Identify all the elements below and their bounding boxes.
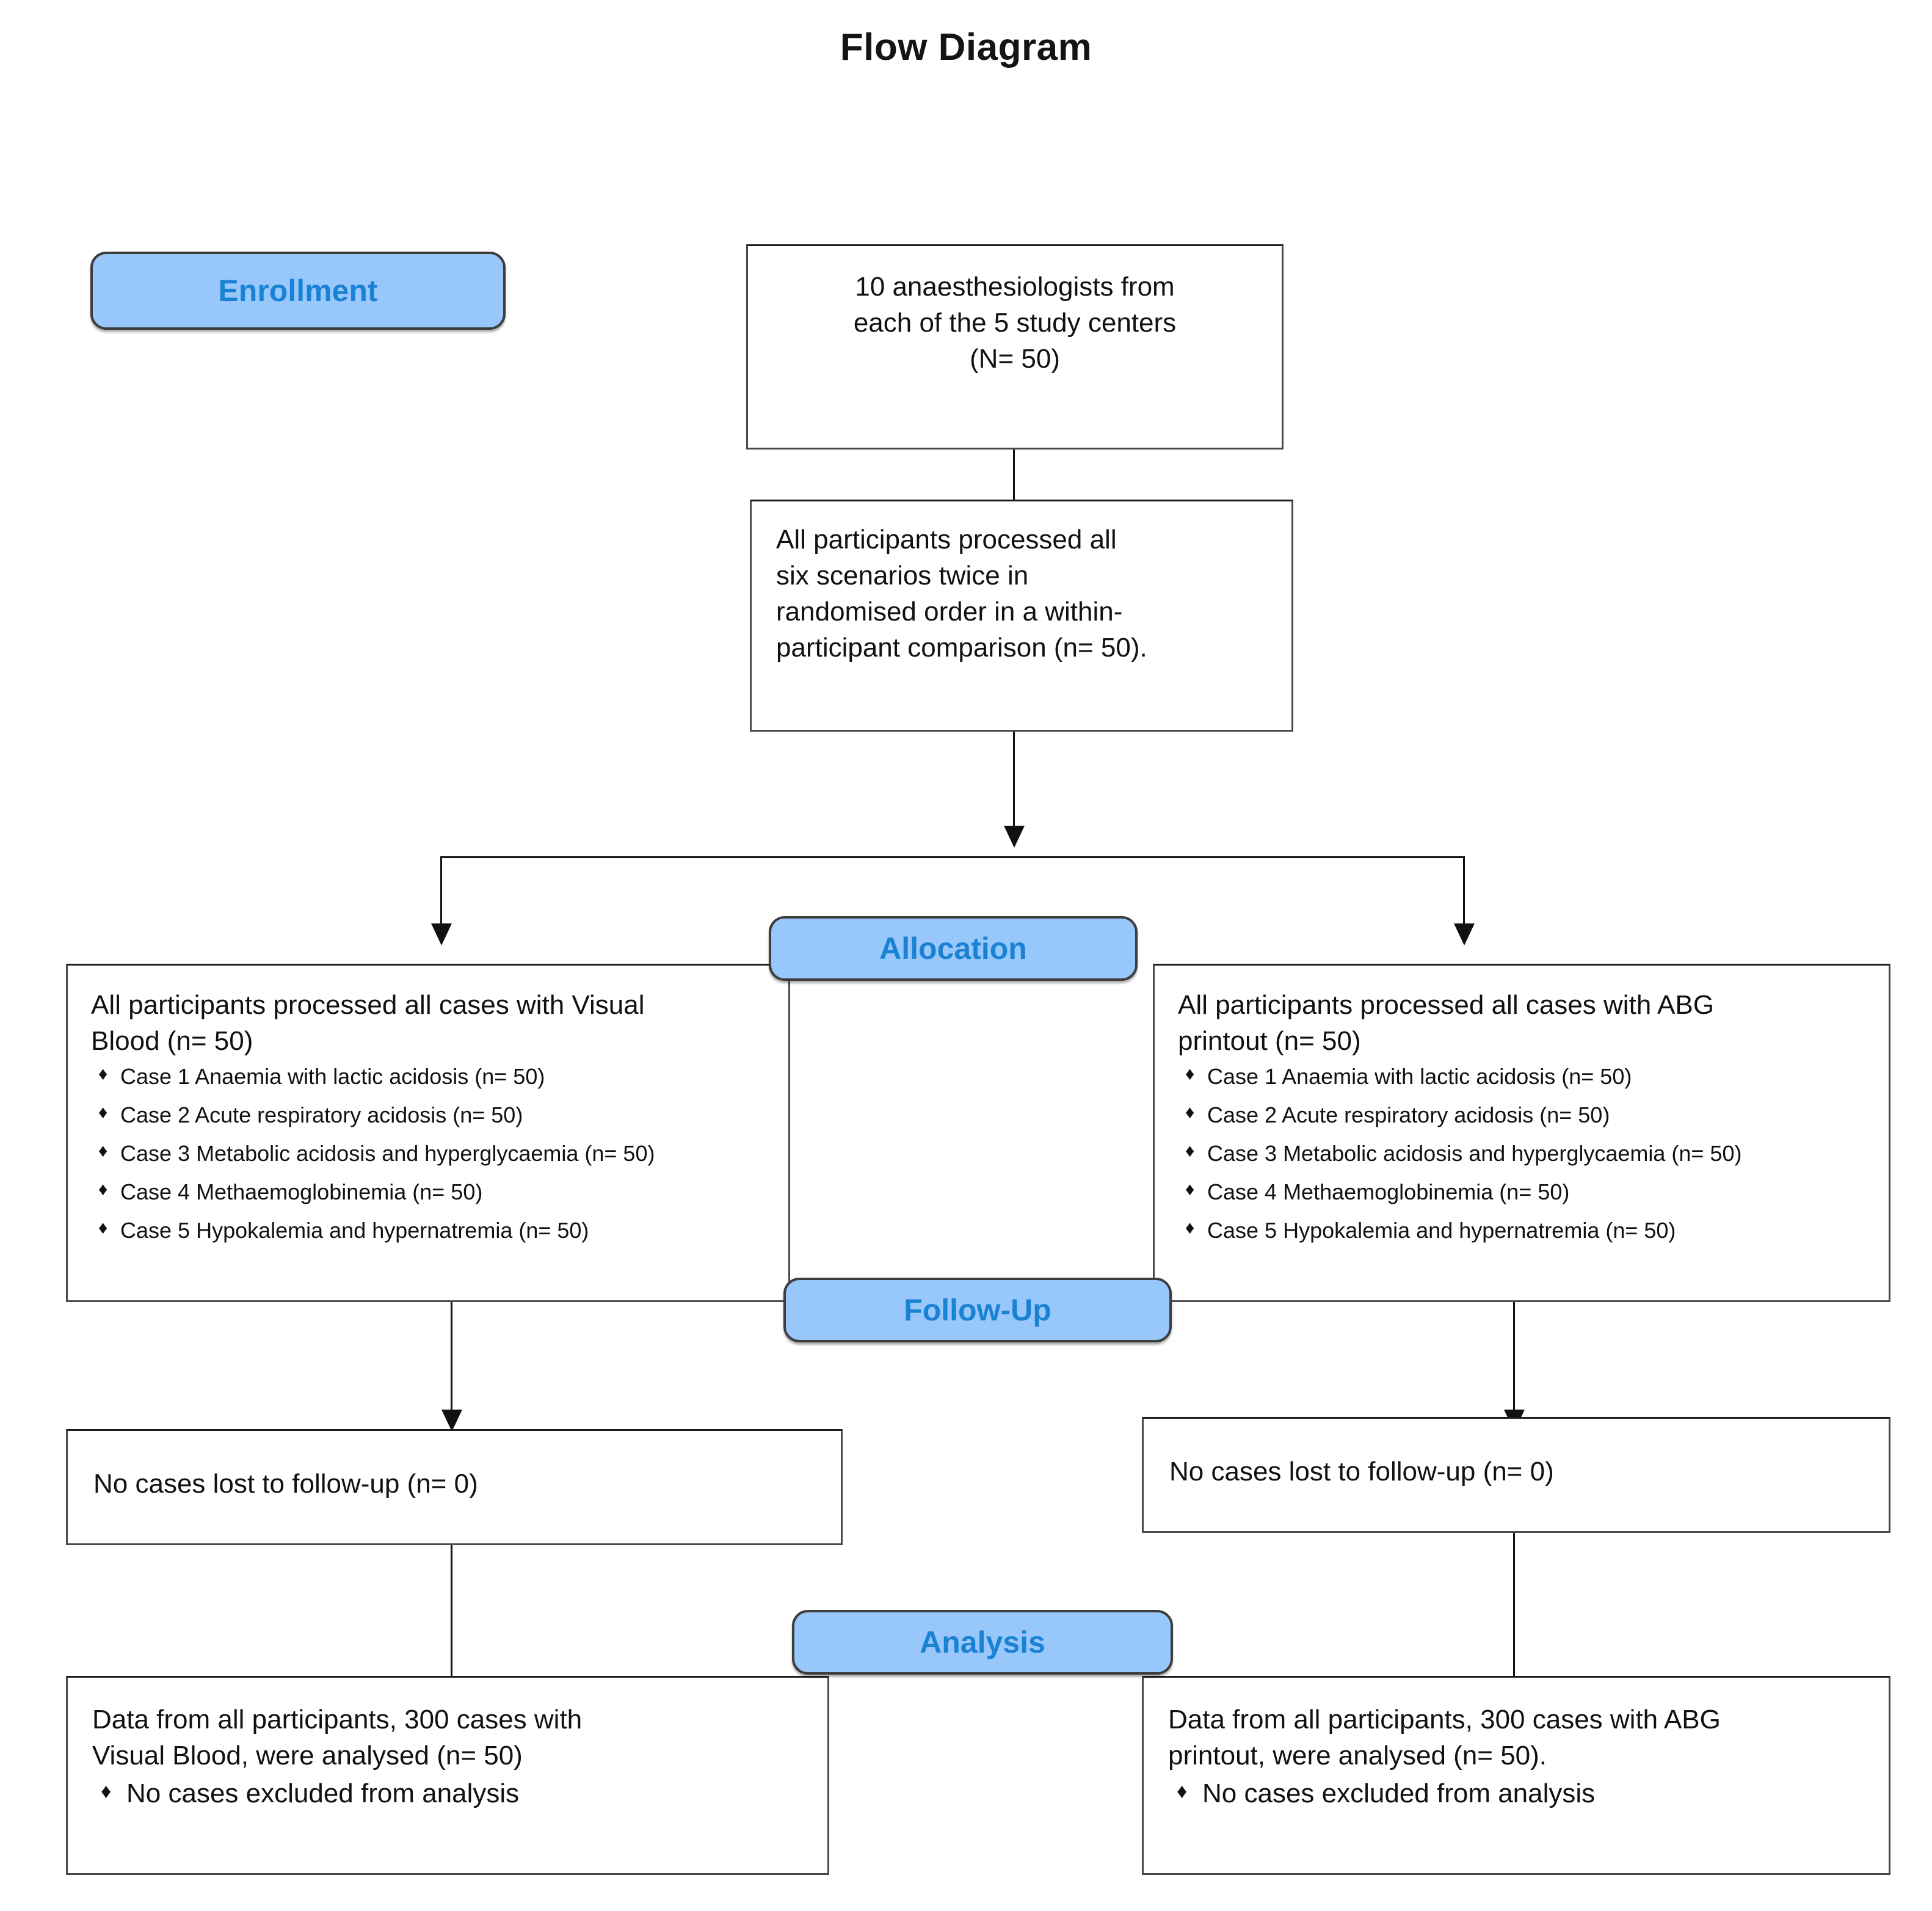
page-title: Flow Diagram (840, 26, 1092, 68)
bullet-icon: ♦ (98, 1217, 108, 1238)
box-allocation-visual-blood-heading-line1: All participants processed all cases wit… (91, 990, 645, 1020)
box-followup-right: No cases lost to follow-up (n= 0) (1142, 1417, 1890, 1533)
box-analysis-abg-printout: Data from all participants, 300 cases wi… (1142, 1676, 1890, 1875)
box-analysis-visual-blood-line1: Data from all participants, 300 cases wi… (92, 1705, 583, 1734)
box-procedure-line2: six scenarios twice in (776, 560, 1029, 591)
stage-badge-enrollment-label: Enrollment (218, 274, 378, 308)
box-allocation-visual-blood: All participants processed all cases wit… (66, 964, 790, 1302)
list-item: ♦ Case 3 Metabolic acidosis and hypergly… (1178, 1140, 1876, 1166)
box-procedure: All participants processed all six scena… (750, 500, 1293, 732)
case-label: Case 2 Acute respiratory acidosis (n= 50… (1207, 1102, 1610, 1127)
box-allocation-abg-printout-heading-line1: All participants processed all cases wit… (1178, 990, 1714, 1020)
bullet-icon: ♦ (1185, 1140, 1195, 1161)
box-enrollment-source-line2: each of the 5 study centers (853, 307, 1177, 338)
stage-badge-analysis: Analysis (792, 1610, 1173, 1675)
bullet-icon: ♦ (98, 1179, 108, 1199)
analysis-exclusion-list-left: ♦ No cases excluded from analysis (92, 1780, 815, 1807)
analysis-exclusion-list-right: ♦ No cases excluded from analysis (1168, 1780, 1876, 1807)
arrowhead-followup-left (441, 1410, 462, 1432)
bullet-icon: ♦ (98, 1063, 108, 1084)
case-label: Case 5 Hypokalemia and hypernatremia (n=… (1207, 1217, 1676, 1243)
box-allocation-abg-printout-heading-line2: printout (n= 50) (1178, 1025, 1361, 1056)
arrowhead-allocation-right (1454, 923, 1475, 945)
case-label: Case 1 Anaemia with lactic acidosis (n= … (1207, 1063, 1632, 1089)
bullet-icon: ♦ (1177, 1779, 1188, 1803)
stage-badge-enrollment: Enrollment (90, 252, 506, 330)
list-item: ♦ Case 3 Metabolic acidosis and hypergly… (91, 1140, 776, 1166)
arrowhead-allocation-left (431, 923, 452, 945)
box-procedure-line1: All participants processed all (776, 525, 1117, 555)
list-item: ♦ Case 2 Acute respiratory acidosis (n= … (91, 1102, 776, 1127)
connector-procedure-down (1013, 732, 1015, 832)
list-item: ♦ Case 2 Acute respiratory acidosis (n= … (1178, 1102, 1876, 1127)
connector-allocation-left-to-followup (451, 1302, 452, 1416)
connector-followup-left-to-analysis (451, 1545, 452, 1715)
stage-badge-allocation-label: Allocation (879, 931, 1027, 966)
case-label: Case 3 Metabolic acidosis and hyperglyca… (120, 1140, 655, 1166)
box-enrollment-source: 10 anaesthesiologists from each of the 5… (746, 244, 1284, 450)
box-procedure-line4: participant comparison (n= 50). (776, 632, 1147, 663)
connector-allocation-right-to-followup (1513, 1302, 1515, 1416)
box-analysis-abg-printout-line2: printout, were analysed (n= 50). (1168, 1740, 1547, 1771)
box-enrollment-source-line3: (N= 50) (970, 343, 1060, 374)
box-analysis-abg-printout-line1: Data from all participants, 300 cases wi… (1168, 1705, 1721, 1734)
box-analysis-visual-blood-line2: Visual Blood, were analysed (n= 50) (92, 1740, 523, 1771)
case-label: Case 4 Methaemoglobinemia (n= 50) (120, 1179, 483, 1204)
exclusion-label: No cases excluded from analysis (126, 1778, 520, 1808)
stage-badge-allocation: Allocation (769, 916, 1138, 981)
case-label: Case 5 Hypokalemia and hypernatremia (n=… (120, 1217, 589, 1243)
list-item: ♦ No cases excluded from analysis (1168, 1780, 1876, 1807)
bullet-icon: ♦ (1185, 1102, 1195, 1123)
connector-enrollment-to-procedure (1013, 450, 1015, 500)
case-label: Case 3 Metabolic acidosis and hyperglyca… (1207, 1140, 1742, 1166)
list-item: ♦ Case 5 Hypokalemia and hypernatremia (… (1178, 1217, 1876, 1243)
connector-allocation-split-bar (440, 856, 1465, 858)
list-item: ♦ Case 1 Anaemia with lactic acidosis (n… (1178, 1063, 1876, 1089)
arrowhead-procedure-down (1004, 826, 1025, 848)
list-item: ♦ Case 4 Methaemoglobinemia (n= 50) (1178, 1179, 1876, 1204)
bullet-icon: ♦ (1185, 1179, 1195, 1199)
bullet-icon: ♦ (101, 1779, 112, 1803)
box-enrollment-source-line1: 10 anaesthesiologists from (855, 272, 1175, 302)
bullet-icon: ♦ (1185, 1217, 1195, 1238)
case-label: Case 1 Anaemia with lactic acidosis (n= … (120, 1063, 545, 1089)
box-allocation-abg-printout: All participants processed all cases wit… (1153, 964, 1890, 1302)
bullet-icon: ♦ (98, 1102, 108, 1123)
box-followup-right-text: No cases lost to follow-up (n= 0) (1169, 1457, 1554, 1487)
bullet-icon: ♦ (98, 1140, 108, 1161)
connector-followup-right-to-analysis (1513, 1533, 1515, 1715)
box-analysis-visual-blood: Data from all participants, 300 cases wi… (66, 1676, 829, 1875)
list-item: ♦ Case 1 Anaemia with lactic acidosis (n… (91, 1063, 776, 1089)
list-item: ♦ Case 5 Hypokalemia and hypernatremia (… (91, 1217, 776, 1243)
stage-badge-analysis-label: Analysis (920, 1625, 1045, 1659)
case-label: Case 4 Methaemoglobinemia (n= 50) (1207, 1179, 1570, 1204)
bullet-icon: ♦ (1185, 1063, 1195, 1084)
list-item: ♦ No cases excluded from analysis (92, 1780, 815, 1807)
stage-badge-follow-up: Follow-Up (783, 1278, 1172, 1342)
case-label: Case 2 Acute respiratory acidosis (n= 50… (120, 1102, 523, 1127)
box-followup-left-text: No cases lost to follow-up (n= 0) (93, 1469, 478, 1499)
box-allocation-visual-blood-heading-line2: Blood (n= 50) (91, 1025, 253, 1056)
box-procedure-line3: randomised order in a within- (776, 596, 1123, 627)
case-list-visual-blood: ♦ Case 1 Anaemia with lactic acidosis (n… (91, 1063, 776, 1243)
list-item: ♦ Case 4 Methaemoglobinemia (n= 50) (91, 1179, 776, 1204)
stage-badge-follow-up-label: Follow-Up (904, 1293, 1051, 1327)
exclusion-label: No cases excluded from analysis (1202, 1778, 1596, 1808)
connector-allocation-left-drop (440, 856, 442, 930)
connector-allocation-right-drop (1463, 856, 1465, 930)
case-list-abg-printout: ♦ Case 1 Anaemia with lactic acidosis (n… (1178, 1063, 1876, 1243)
box-followup-left: No cases lost to follow-up (n= 0) (66, 1429, 843, 1545)
